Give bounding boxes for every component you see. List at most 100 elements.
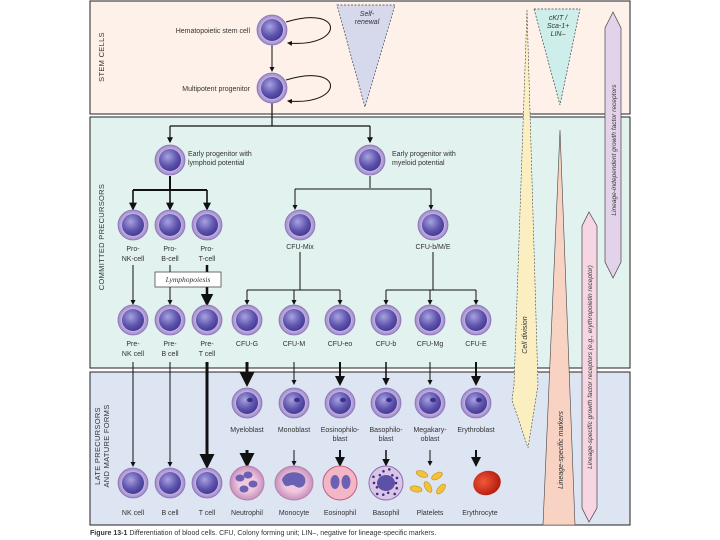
row2-cell-label: CFU-M [283, 341, 306, 348]
platelet [436, 483, 446, 495]
mature-cell-label: NK cell [122, 510, 145, 517]
mature-cell-label: Neutrophil [231, 510, 263, 517]
lymphopoiesis-label: Lymphopoiesis [165, 275, 211, 284]
lymphoid-progenitor-cell [154, 144, 186, 176]
granule [387, 468, 391, 471]
self-renewal-loop-arrow [285, 17, 331, 46]
section-label-late: LATE PRECURSORS [93, 407, 102, 485]
row2-cell-label: CFU-G [236, 341, 258, 348]
lymphocyte-cell [191, 467, 223, 499]
nucleus-lobe [243, 471, 253, 479]
mature-cell-label: Erythrocyte [462, 510, 498, 517]
platelets [409, 470, 446, 495]
pro-lymphocyte-cell [191, 209, 223, 241]
granule [395, 486, 399, 490]
blast-label: Myeloblast [230, 427, 264, 434]
nucleolus [340, 397, 346, 403]
platelet [415, 470, 429, 478]
granule [391, 473, 394, 477]
cell-nucleus [283, 309, 305, 331]
granule [394, 481, 398, 485]
lymphopoiesis-box [154, 271, 222, 288]
platelet [423, 481, 433, 493]
granule [395, 476, 399, 480]
cfu-bme-label: CFU-b/M/E [416, 244, 451, 251]
cfu-mix-cell [284, 209, 316, 241]
row2-cell-label: T cell [199, 351, 216, 358]
figure-number: Figure 13-1 [90, 530, 127, 537]
granule [378, 473, 382, 477]
blast-cell [231, 387, 263, 419]
lineage-independent-gf-receptors-bar [604, 11, 622, 279]
late-precursors-section [89, 371, 631, 526]
row2-cell [414, 304, 446, 336]
hsc-label: Hematopoietic stem cell [176, 28, 251, 35]
pro-cell-label: Pro- [126, 246, 140, 253]
section-label-stem-cells: STEM CELLS [97, 32, 106, 82]
row2-cell-label: Pre- [126, 341, 140, 348]
cell-nucleus [289, 214, 311, 236]
lymphocyte-cell [117, 467, 149, 499]
cell-cytoplasm [229, 465, 265, 501]
nucleus-lobe [235, 474, 245, 482]
mature-cell-label: Monocyte [279, 510, 309, 517]
row2-cell [370, 304, 402, 336]
row2-cell-label: CFU-Mg [417, 341, 444, 348]
lineage-specific-gf-label: Lineage-specific growth factor receptors… [587, 265, 594, 469]
lineage-independent-gf-label: Lineage-independent growth factor recept… [611, 84, 618, 216]
mature-cell-label: T cell [199, 510, 216, 517]
mature-cell-label: B cell [161, 510, 179, 517]
cfu-mix-label: CFU-Mix [286, 244, 314, 251]
nucleus [377, 475, 395, 491]
basophil-cell [368, 465, 404, 501]
row2-cell [231, 304, 263, 336]
blast-label: Megakary- [413, 427, 447, 434]
blast-label: oblast [421, 436, 440, 443]
cell-nucleus [122, 214, 144, 236]
multipotent-progenitor-cell [256, 72, 288, 104]
nucleus-lobe [239, 485, 249, 493]
blast-cell [278, 387, 310, 419]
blast-label: Eosinophilo- [321, 427, 360, 434]
cell-nucleus [375, 392, 397, 414]
cell-nucleus [159, 149, 181, 171]
cell-nucleus [236, 392, 258, 414]
kidney-nucleus [282, 472, 306, 488]
granule [372, 475, 375, 479]
granule [375, 485, 379, 489]
cell-nucleus [122, 309, 144, 331]
cell-nucleus [329, 392, 351, 414]
myeloid-progenitor-cell [354, 144, 386, 176]
mature-cell-label: Platelets [417, 510, 444, 517]
eosinophil-cell [322, 465, 358, 501]
pro-cell-label: T-cell [199, 256, 216, 263]
cell-nucleus [122, 472, 144, 494]
row2-cell [324, 304, 356, 336]
row2-cell-label: B cell [161, 351, 179, 358]
cell-nucleus [196, 214, 218, 236]
cfu-bme-cell [417, 209, 449, 241]
cell-nucleus [159, 214, 181, 236]
ckit-sca1-lin-triangle [533, 8, 581, 106]
cell-nucleus [283, 392, 305, 414]
ckit-label: cKIT / [549, 15, 568, 22]
hematopoietic-stem-cell [256, 14, 288, 46]
caption-text: Differentiation of blood cells. CFU, Col… [129, 530, 436, 537]
platelet [409, 485, 423, 493]
lymphocyte-cell [154, 467, 186, 499]
cell-division-bar [511, 9, 539, 449]
blast-label: blast [333, 436, 348, 443]
pro-cell-label: B-cell [161, 256, 179, 263]
blast-label: Monoblast [278, 427, 310, 434]
cell-nucleus [359, 149, 381, 171]
cell-nucleus [419, 392, 441, 414]
ckit-label: Sca-1+ [547, 23, 569, 30]
myeloid-progenitor-label: Early progenitor with [392, 151, 456, 158]
granule [382, 469, 385, 473]
ckit-label: LIN– [551, 31, 566, 38]
row2-cell-label: CFU-b [376, 341, 397, 348]
figure-caption: Figure 13-1 Differentiation of blood cel… [90, 530, 436, 537]
granule [386, 491, 390, 495]
lymphoid-progenitor-label: Early progenitor with [188, 151, 252, 158]
pro-cell-label: Pro- [200, 246, 214, 253]
